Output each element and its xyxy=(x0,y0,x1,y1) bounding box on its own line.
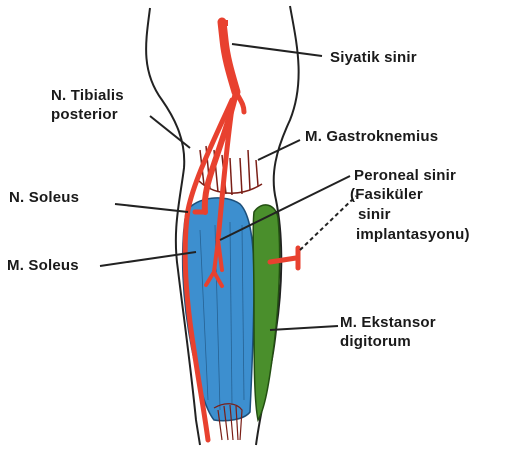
label-extensor-line1: M. Ekstansor xyxy=(340,314,436,331)
label-tibialis-line1: N. Tibialis xyxy=(51,87,124,104)
label-peroneal-line3: sinir xyxy=(358,206,391,223)
leader-implant xyxy=(300,196,356,250)
leader-sciatic xyxy=(232,44,322,56)
label-peroneal-line2: (Fasiküler xyxy=(350,186,423,203)
label-tibialis-line2: posterior xyxy=(51,106,118,123)
leader-tibialis xyxy=(150,116,190,148)
leader-n-soleus xyxy=(115,204,188,212)
label-peroneal-line1: Peroneal sinir xyxy=(354,167,456,184)
label-sciatic-nerve: Siyatik sinir xyxy=(330,49,417,66)
label-m-soleus: M. Soleus xyxy=(7,257,79,274)
label-gastrocnemius: M. Gastroknemius xyxy=(305,128,438,145)
leader-extensor xyxy=(270,326,338,330)
sciatic-cut-end xyxy=(219,20,228,26)
label-extensor-line2: digitorum xyxy=(340,333,411,350)
leader-gastrocnemius xyxy=(258,140,300,160)
label-peroneal-line4: implantasyonu) xyxy=(356,226,470,243)
leader-m-soleus xyxy=(100,252,196,266)
label-n-soleus: N. Soleus xyxy=(9,189,79,206)
extensor-digitorum-muscle xyxy=(253,205,279,420)
